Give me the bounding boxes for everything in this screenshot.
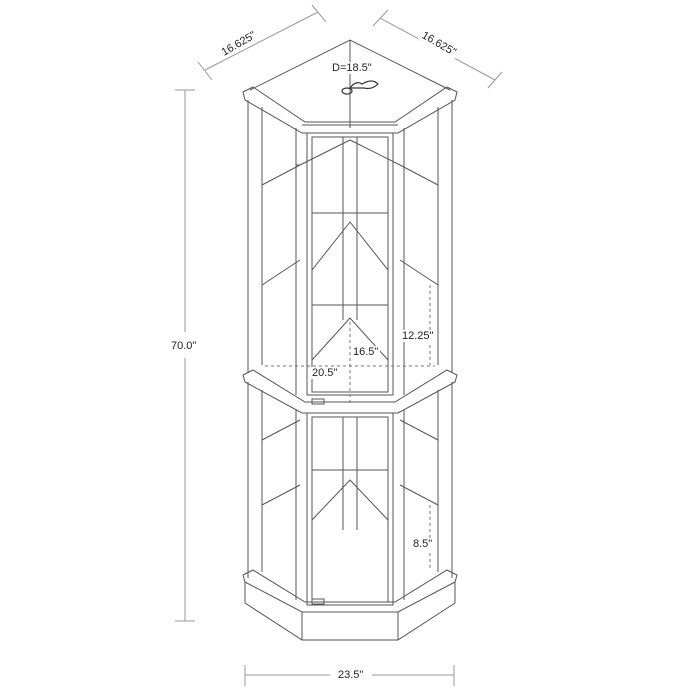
dim-lower-shelf-spacing: 8.5" <box>411 538 435 550</box>
dim-base-width: 23.5" <box>336 669 366 681</box>
inner-dimension-lines <box>265 285 435 568</box>
dim-height: 70.0" <box>169 340 199 352</box>
power-cord-icon <box>341 80 379 95</box>
dim-inner-width: 20.5" <box>310 367 340 379</box>
cabinet-outline <box>242 39 458 641</box>
dim-inner-height: 16.5" <box>351 346 381 358</box>
dimension-lines <box>175 4 503 686</box>
dim-depth: D=18.5" <box>330 62 374 74</box>
dim-upper-shelf-spacing: 12.25" <box>400 330 436 342</box>
